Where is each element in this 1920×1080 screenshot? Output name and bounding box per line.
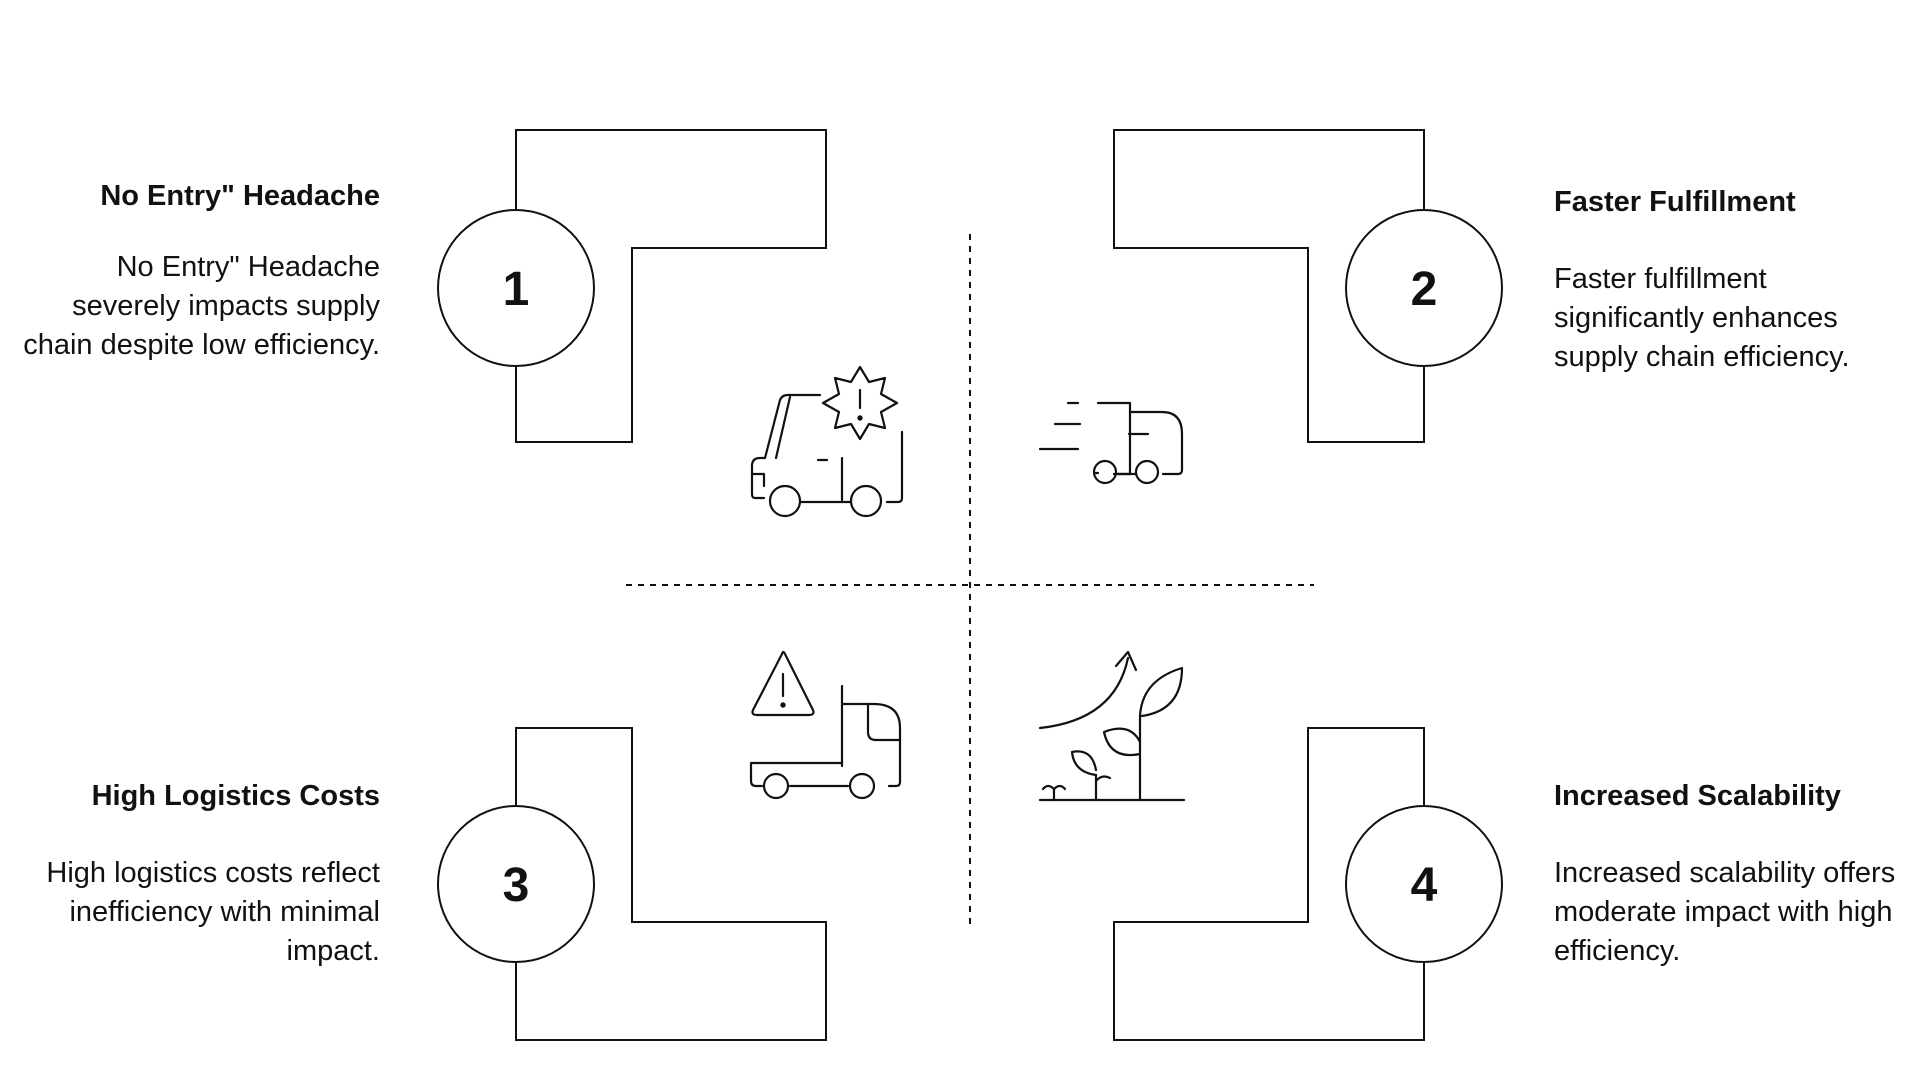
truck-warning-icon — [749, 650, 902, 800]
quadrant-3-description: High logistics costs reflect inefficienc… — [46, 857, 380, 967]
bracket-2 — [1113, 129, 1425, 443]
quadrant-3-title: High Logistics Costs — [91, 780, 380, 812]
fast-delivery-truck-icon — [1038, 401, 1184, 485]
quadrant-4-text: Increased Scalability Increased scalabil… — [1554, 778, 1914, 971]
circle-3 — [437, 805, 595, 963]
bracket-4 — [1113, 727, 1425, 1041]
quadrant-1-text: No Entry" Headache No Entry" Headache se… — [20, 178, 380, 365]
circle-1 — [437, 209, 595, 367]
growth-plant-icon — [1038, 650, 1186, 802]
quadrant-number-1: 1 — [503, 263, 530, 316]
circle-2 — [1345, 209, 1503, 367]
quadrant-1-description: No Entry" Headache severely impacts supp… — [23, 251, 380, 361]
quadrant-number-4: 4 — [1411, 859, 1438, 912]
quadrant-2-description: Faster fulfillment significantly enhance… — [1554, 263, 1850, 373]
quadrant-4-description: Increased scalability offers moderate im… — [1554, 857, 1896, 967]
truck-alert-icon — [750, 365, 904, 518]
quadrant-1-title: No Entry" Headache — [100, 180, 380, 212]
bracket-1 — [515, 129, 827, 443]
quadrant-4-title: Increased Scalability — [1554, 780, 1841, 812]
quadrant-3-text: High Logistics Costs High logistics cost… — [20, 778, 380, 971]
quadrant-number-2: 2 — [1411, 263, 1438, 316]
quadrant-2-title: Faster Fulfillment — [1554, 186, 1796, 218]
circle-4 — [1345, 805, 1503, 963]
bracket-3 — [515, 727, 827, 1041]
quadrant-2-text: Faster Fulfillment Faster fulfillment si… — [1554, 184, 1914, 377]
quadrant-number-3: 3 — [503, 859, 530, 912]
